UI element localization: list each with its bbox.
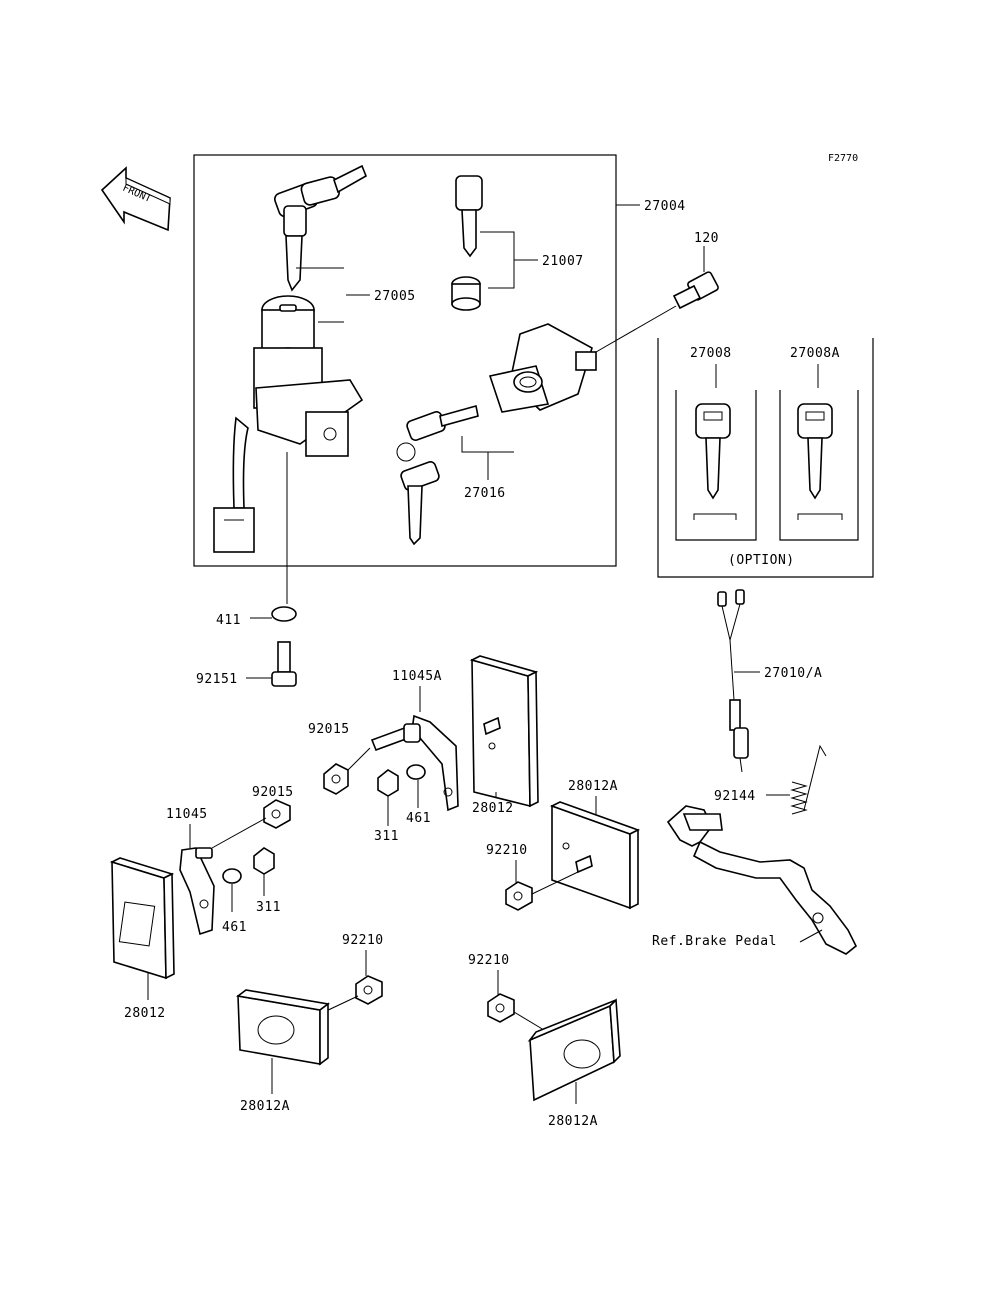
option-key-27008A-icon	[797, 403, 843, 520]
option-key-27008-icon	[693, 403, 737, 520]
nut-311a-icon	[377, 769, 399, 797]
label-311a: 311	[374, 829, 399, 844]
label-411: 411	[216, 613, 241, 628]
option-label: (OPTION)	[728, 553, 795, 568]
reflector-28012A-right-icon	[527, 998, 621, 1102]
label-28012A-right: 28012A	[548, 1114, 598, 1129]
ignition-key-icon	[273, 164, 368, 292]
washer-461b-icon	[222, 868, 242, 884]
nut-92210c-icon	[487, 993, 515, 1023]
label-27005: 27005	[374, 289, 416, 304]
bolt-icon	[271, 641, 297, 687]
bolt-92015-icon	[370, 723, 421, 752]
label-11045: 11045	[166, 807, 208, 822]
label-ref-brake-pedal: Ref.Brake Pedal	[652, 934, 777, 949]
washer-461a-icon	[406, 764, 426, 780]
label-27004: 27004	[644, 199, 686, 214]
reflector-28012-upper-icon	[469, 655, 539, 808]
front-arrow-icon: FRONT	[100, 166, 171, 232]
bracket-11045-icon	[179, 847, 215, 936]
spare-key-set-icon	[396, 404, 479, 546]
label-27008: 27008	[690, 346, 732, 361]
nut-92210b-icon	[355, 975, 383, 1005]
label-92015a: 92015	[308, 722, 350, 737]
label-92210c: 92210	[468, 953, 510, 968]
label-28012A-top: 28012A	[568, 779, 618, 794]
label-28012a: 28012	[472, 801, 514, 816]
ignition-switch-icon	[213, 295, 364, 553]
reflector-28012A-left-icon	[236, 989, 330, 1066]
label-27010A: 27010/A	[764, 666, 822, 681]
label-28012b: 28012	[124, 1006, 166, 1021]
washer-icon	[271, 606, 297, 622]
label-92210b: 92210	[342, 933, 384, 948]
label-92210a: 92210	[486, 843, 528, 858]
brake-pedal-icon	[666, 805, 858, 955]
label-11045A: 11045A	[392, 669, 442, 684]
nut-311b-icon	[253, 847, 275, 875]
label-92015b: 92015	[252, 785, 294, 800]
label-92151: 92151	[196, 672, 238, 687]
nut-92015b-icon	[263, 799, 291, 829]
nut-92210a-icon	[505, 881, 533, 911]
label-27008A: 27008A	[790, 346, 840, 361]
nut-92015-icon	[323, 763, 349, 795]
spring-icon	[790, 744, 827, 815]
label-120: 120	[694, 231, 719, 246]
screw-icon	[672, 271, 719, 310]
seat-lock-assembly-icon	[488, 323, 597, 413]
ignition-kit-frame	[193, 154, 617, 567]
figure-code: F2770	[828, 153, 858, 164]
label-461a: 461	[406, 811, 431, 826]
brake-light-switch-icon	[717, 589, 749, 773]
label-27016: 27016	[464, 486, 506, 501]
seat-lock-key-icon	[455, 175, 483, 258]
reflector-28012-left-icon	[109, 857, 175, 980]
label-311b: 311	[256, 900, 281, 915]
label-92144: 92144	[714, 789, 756, 804]
label-461b: 461	[222, 920, 247, 935]
reflector-28012A-upper-icon	[549, 801, 641, 910]
label-21007: 21007	[542, 254, 584, 269]
label-28012A-left: 28012A	[240, 1099, 290, 1114]
lock-cylinder-icon	[451, 276, 481, 311]
